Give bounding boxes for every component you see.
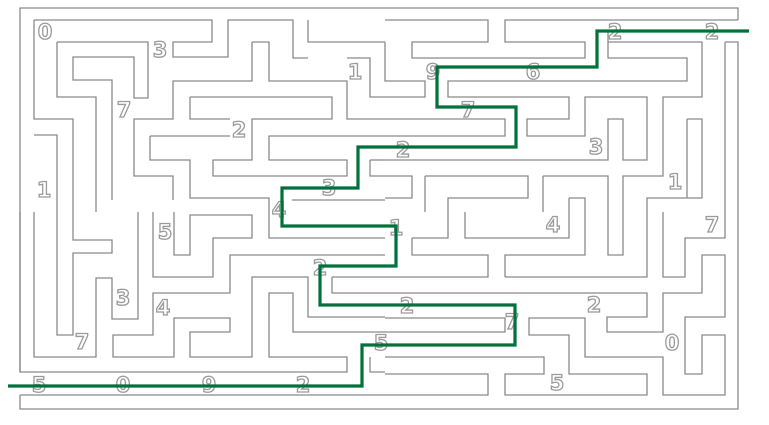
maze-wall xyxy=(152,212,253,278)
maze-wall xyxy=(33,20,74,212)
maze-wall xyxy=(369,160,385,177)
maze-wall xyxy=(385,175,413,199)
maze-number: 4 xyxy=(546,213,561,237)
maze-wall xyxy=(331,277,385,294)
maze-wall xyxy=(464,212,570,239)
maze-number: 0 xyxy=(38,20,53,44)
maze-wall xyxy=(543,175,609,212)
maze-number: 6 xyxy=(526,60,541,84)
maze-number: 4 xyxy=(156,296,171,320)
maze-number: 3 xyxy=(589,135,604,159)
maze-number: 2 xyxy=(232,118,247,142)
maze-number: 3 xyxy=(153,38,168,62)
maze-wall xyxy=(252,41,385,120)
maze-number: 5 xyxy=(550,371,565,395)
maze-wall xyxy=(385,317,506,333)
maze-number: 2 xyxy=(587,293,602,317)
maze-number: 4 xyxy=(272,198,287,222)
maze-wall xyxy=(607,212,624,256)
maze-wall xyxy=(56,42,97,212)
solution-path xyxy=(8,29,749,388)
maze-wall xyxy=(569,197,586,212)
maze-wall xyxy=(385,212,739,410)
maze-wall xyxy=(34,19,308,59)
maze-number: 1 xyxy=(348,60,363,84)
maze-number: 7 xyxy=(705,213,720,237)
maze-wall xyxy=(384,42,426,98)
maze-wall xyxy=(112,254,385,358)
maze-wall xyxy=(385,238,489,278)
maze-wall xyxy=(268,212,385,239)
maze-wall xyxy=(133,42,253,200)
maze-wall xyxy=(19,7,739,372)
maze-number: 3 xyxy=(116,286,131,310)
maze-number: 1 xyxy=(668,170,683,194)
maze-wall xyxy=(34,134,58,212)
maze-wall xyxy=(385,254,726,396)
maze-wall xyxy=(608,41,703,212)
maze-wall xyxy=(33,212,139,358)
maze-number: 5 xyxy=(374,331,389,355)
maze-wall xyxy=(189,97,230,120)
maze-wall xyxy=(662,212,726,278)
maze-wall xyxy=(19,212,385,373)
maze-wall xyxy=(19,395,385,410)
maze-wall xyxy=(149,136,270,212)
maze-number: 7 xyxy=(75,330,90,354)
maze-wall xyxy=(385,118,506,137)
maze-wall xyxy=(505,212,648,278)
maze-number: 1 xyxy=(37,178,52,202)
maze-wall xyxy=(369,357,385,373)
maze-wall xyxy=(307,20,385,43)
maze-number: 7 xyxy=(461,98,476,122)
maze-number: 5 xyxy=(158,220,173,244)
maze-wall xyxy=(56,212,113,336)
maze-number: 7 xyxy=(117,98,132,122)
maze-wall xyxy=(412,212,449,239)
maze-number: 0 xyxy=(665,331,680,355)
maze-wall xyxy=(504,212,586,277)
maze-wall xyxy=(725,41,739,212)
maze-walls xyxy=(19,7,739,410)
maze-wall xyxy=(347,57,385,98)
maze-wall xyxy=(385,19,738,59)
maze-wall xyxy=(385,373,489,396)
maze-wall xyxy=(57,41,149,200)
maze-wall xyxy=(425,175,529,212)
maze-number: 7 xyxy=(505,310,520,334)
maze-wall xyxy=(385,32,688,161)
maze-wall xyxy=(646,118,703,212)
maze-wall xyxy=(190,96,385,177)
maze-number: 2 xyxy=(396,138,411,162)
